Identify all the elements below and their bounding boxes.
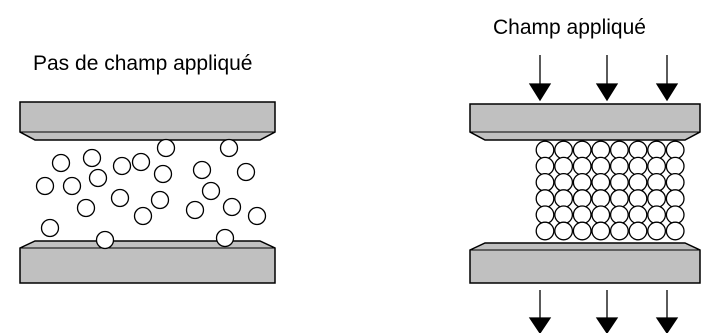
chain-particle [647, 189, 667, 209]
particle [35, 176, 55, 196]
chain-particle [535, 205, 555, 225]
chain-particle [609, 205, 629, 225]
chain-particle [535, 172, 555, 192]
bottom-plate [469, 242, 701, 284]
chain-particle [554, 189, 574, 209]
no-field-label: Pas de champ appliqué [33, 52, 253, 75]
chain-particle [572, 189, 592, 209]
field-applied-label: Champ appliqué [493, 16, 646, 39]
chain-particle [647, 205, 667, 225]
particle [40, 218, 60, 238]
chain-particle [591, 172, 611, 192]
chain-particle [647, 221, 667, 241]
chain-particle [628, 189, 648, 209]
chain-particle [665, 205, 685, 225]
bottom-field-arrows [528, 290, 679, 333]
particle [215, 228, 235, 248]
chain-particle [554, 140, 574, 160]
chain-particle [665, 172, 685, 192]
no-field-drawing [19, 101, 276, 284]
particle [185, 200, 205, 220]
chain-particle [535, 140, 555, 160]
chain-particle [572, 172, 592, 192]
particle [222, 197, 242, 217]
particle [110, 188, 130, 208]
chain-particle [554, 221, 574, 241]
chain-particle [628, 205, 648, 225]
particle [192, 160, 212, 180]
chain-particle [591, 189, 611, 209]
chain-particle [591, 205, 611, 225]
particle [150, 190, 170, 210]
chain-particle [554, 172, 574, 192]
field-applied-drawing [469, 55, 701, 333]
particle [62, 176, 82, 196]
chain-particle [591, 221, 611, 241]
particle [76, 198, 96, 218]
chain-particle [665, 140, 685, 160]
chain-particle [572, 221, 592, 241]
chain-particle [647, 156, 667, 176]
chain-particle [609, 172, 629, 192]
particle [247, 206, 267, 226]
chain-particle [572, 140, 592, 160]
top-plate [469, 103, 701, 141]
chain-particle [628, 221, 648, 241]
particle [95, 230, 115, 250]
chain-particle [647, 172, 667, 192]
chain-particle [609, 189, 629, 209]
particle [219, 138, 239, 158]
chain-particle [554, 156, 574, 176]
chain-particle [628, 172, 648, 192]
chain-particle [609, 156, 629, 176]
chain-particle [572, 156, 592, 176]
chain-particle [572, 205, 592, 225]
chain-particle [535, 221, 555, 241]
particle [131, 152, 151, 172]
chain-particle [535, 156, 555, 176]
chain-particle [554, 205, 574, 225]
chain-particle [665, 156, 685, 176]
bottom-plate [19, 240, 276, 284]
particle [153, 164, 173, 184]
chain-particle [591, 156, 611, 176]
particle [201, 181, 221, 201]
particle [156, 138, 176, 158]
particle [88, 168, 108, 188]
particle [51, 153, 71, 173]
top-field-arrows [528, 55, 679, 102]
chain-particle [665, 221, 685, 241]
chain-particle [591, 140, 611, 160]
particle [236, 162, 256, 182]
chain-particle [665, 189, 685, 209]
chain-particle [609, 221, 629, 241]
particle [82, 148, 102, 168]
dispersed-particles [35, 138, 267, 250]
field-applied-panel: Champ appliqué [460, 0, 714, 333]
top-plate [19, 101, 276, 141]
aligned-particle-chains [535, 140, 685, 241]
particle [133, 206, 153, 226]
chain-particle [535, 189, 555, 209]
chain-particle [647, 140, 667, 160]
no-field-panel: Pas de champ appliqué [0, 0, 300, 333]
particle [112, 156, 132, 176]
chain-particle [609, 140, 629, 160]
chain-particle [628, 140, 648, 160]
chain-particle [628, 156, 648, 176]
